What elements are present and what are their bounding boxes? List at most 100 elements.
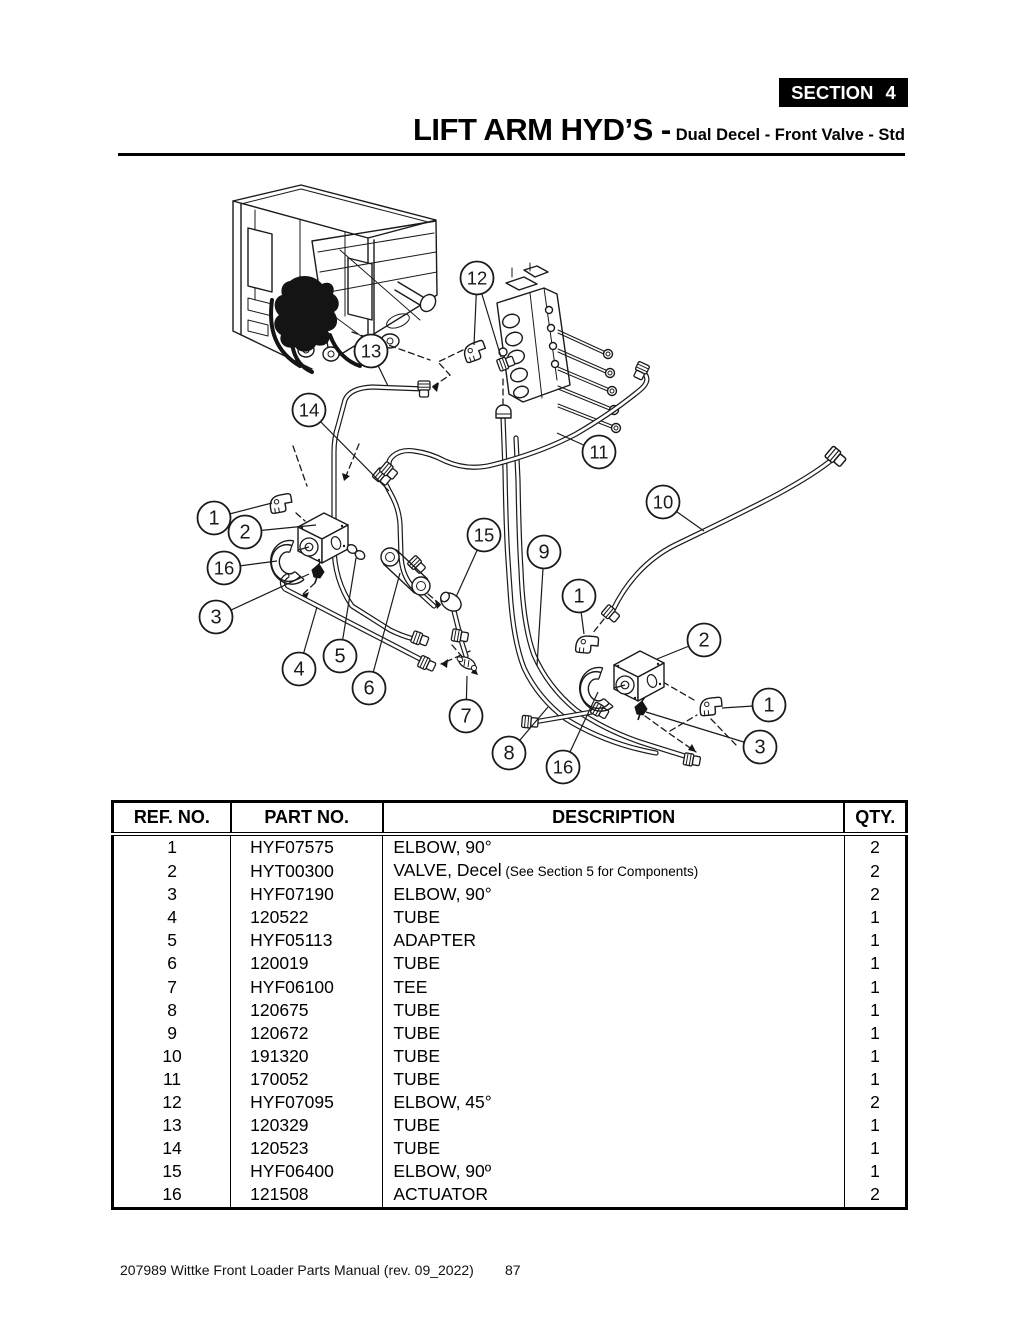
description-cell: TEE — [382, 975, 845, 999]
qty-cell: 1 — [843, 1160, 907, 1184]
callout-circle — [581, 434, 617, 470]
part-no-cell: 121508 — [230, 1183, 383, 1208]
ref-no-cell: 9 — [167, 1022, 177, 1043]
qty-cell: 1 — [843, 1067, 907, 1092]
description-text: VALVE, Decel — [393, 860, 502, 881]
tube10-lower-nut — [600, 603, 622, 625]
callout-number: 3 — [754, 737, 765, 759]
description-note: (See Section 5 for Components) — [501, 864, 699, 880]
description-cell: ELBOW, 90° — [382, 883, 845, 907]
description-text: TUBE — [393, 999, 441, 1020]
parts-table-header-row: REF. NO. PART NO. DESCRIPTION QTY. — [112, 801, 907, 836]
part-no-cell: HYF07095 — [230, 1091, 383, 1115]
description-text: TUBE — [393, 953, 441, 974]
description-cell: ADAPTER — [382, 929, 845, 953]
part-no-cell: HYF07190 — [230, 883, 383, 907]
callout-number: 6 — [363, 678, 374, 700]
part-no-cell: HYF06100 — [230, 975, 383, 999]
callout-15: 15 — [466, 517, 502, 553]
callout-16: 16 — [206, 550, 242, 586]
part-no-cell: HYF06400 — [230, 1160, 383, 1184]
ref-no-cell: 5 — [167, 930, 177, 951]
elbow-90-fitting-1c — [698, 696, 724, 717]
tube13-end-nut — [409, 629, 431, 649]
page-title-sub: Dual Decel - Front Valve - Std — [675, 126, 905, 144]
column-header-description: DESCRIPTION — [381, 801, 845, 836]
callout-circle — [196, 500, 232, 536]
callout-1: 1 — [561, 578, 597, 614]
part-no-cell: 170052 — [230, 1067, 383, 1092]
callout-6: 6 — [351, 670, 387, 706]
callout-circle — [448, 698, 484, 734]
description-cell: ACTUATOR — [382, 1183, 845, 1208]
callout-14: 14 — [291, 392, 327, 428]
callout-number: 16 — [553, 757, 574, 778]
callout-1: 1 — [751, 687, 787, 723]
qty-cell: 2 — [843, 859, 907, 884]
ref-no-cell: 10 — [162, 1045, 182, 1066]
callout-3: 3 — [742, 729, 778, 765]
description-text: TUBE — [393, 1068, 441, 1089]
callout-8: 8 — [491, 735, 527, 771]
page-title: LIFT ARM HYD’S -Dual Decel - Front Valve… — [0, 112, 905, 148]
column-header-part-no: PART NO. — [229, 801, 383, 836]
callout-number: 11 — [589, 442, 608, 463]
description-cell: VALVE, Decel (See Section 5 for Componen… — [382, 859, 845, 884]
ref-no-cell: 12 — [162, 1092, 182, 1113]
column-header-qty: QTY. — [843, 801, 907, 836]
ref-no-cell: 15 — [162, 1161, 182, 1182]
ref-no-cell: 6 — [167, 953, 177, 974]
callout-number: 14 — [299, 400, 320, 421]
elbow-45-fitting-12 — [460, 339, 489, 364]
callout-number: 10 — [653, 492, 674, 513]
callout-circle — [198, 599, 234, 635]
description-text: TUBE — [393, 1138, 441, 1159]
callout-16: 16 — [545, 749, 581, 785]
tube14-union — [406, 554, 428, 576]
callout-circle — [545, 749, 581, 785]
description-text: TEE — [393, 976, 428, 997]
section-badge: SECTION 4 — [779, 78, 908, 107]
callout-1: 1 — [196, 500, 232, 536]
page-title-main: LIFT ARM HYD’S - — [412, 112, 671, 147]
callout-circle — [353, 333, 389, 369]
tee-fitting-7 — [455, 653, 478, 673]
callout-2: 2 — [227, 514, 263, 550]
callout-circle — [742, 729, 778, 765]
elbow-90-fitting-1b — [574, 634, 600, 655]
callout-4: 4 — [281, 651, 317, 687]
callout-7: 7 — [448, 698, 484, 734]
column-header-ref-no: REF. NO. — [112, 801, 231, 836]
callout-circle — [206, 550, 242, 586]
footer-manual-info: 207989 Wittke Front Loader Parts Manual … — [120, 1262, 474, 1278]
ref-no-cell: 7 — [167, 976, 177, 997]
callout-circle — [751, 687, 787, 723]
callout-number: 5 — [334, 646, 345, 668]
callout-number: 4 — [293, 659, 304, 681]
ref-no-cell: 3 — [167, 884, 177, 905]
description-text: ELBOW, 90° — [393, 884, 492, 905]
description-text: ACTUATOR — [393, 1184, 488, 1205]
callout-number: 13 — [361, 341, 382, 362]
ref-no-cell: 8 — [167, 999, 177, 1020]
ref-no-cell: 14 — [162, 1138, 182, 1159]
ref-no-cell: 16 — [162, 1184, 182, 1205]
callout-number: 2 — [239, 522, 250, 544]
callout-number: 16 — [214, 558, 235, 579]
callout-number: 7 — [460, 706, 471, 728]
qty-cell: 1 — [843, 929, 907, 953]
description-cell: ELBOW, 90º — [382, 1160, 845, 1184]
callout-10: 10 — [645, 484, 681, 520]
actuator-right — [574, 665, 615, 717]
